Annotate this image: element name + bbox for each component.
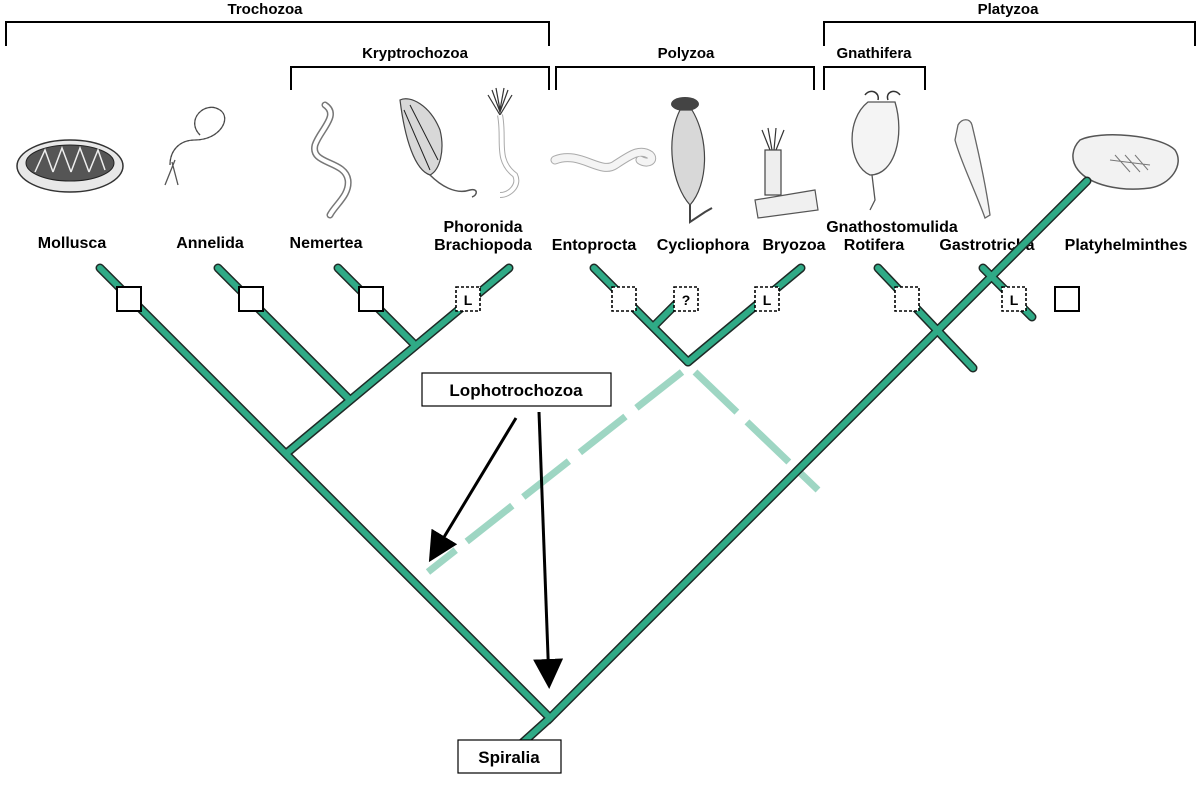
marker-mollusca bbox=[116, 286, 142, 312]
clade-bracket-gnathifera: Gnathifera bbox=[823, 45, 926, 90]
clade-label-polyzoa: Polyzoa bbox=[658, 45, 715, 62]
node-lophotrochozoa: Lophotrochozoa bbox=[421, 372, 612, 407]
marker-letter-bryozoa: L bbox=[763, 292, 772, 308]
marker-platyhelminthes bbox=[1054, 286, 1080, 312]
marker-rotifera bbox=[894, 286, 920, 312]
phoronid-illustration bbox=[487, 87, 520, 198]
lophotrochozoa-arrows bbox=[428, 411, 564, 689]
bryozoan-illustration bbox=[754, 127, 819, 219]
entoproct-illustration bbox=[550, 147, 657, 172]
brachiopod-illustration bbox=[399, 98, 477, 198]
clade-bracket-polyzoa: Polyzoa bbox=[555, 45, 815, 90]
marker-annelida bbox=[238, 286, 264, 312]
tree-branches bbox=[95, 176, 1092, 750]
clade-bracket-kryptrochozoa: Kryptrochozoa bbox=[290, 45, 550, 90]
taxon-phoronida: Phoronida bbox=[443, 219, 522, 236]
marker-entoprocta bbox=[611, 286, 637, 312]
dashed-branches bbox=[425, 369, 821, 575]
cycliophoran-illustration bbox=[671, 97, 713, 224]
clade-bracket-platyzoa: Platyzoa bbox=[823, 1, 1196, 46]
marker-gastrotricha bbox=[1001, 286, 1027, 312]
rotifer-illustration bbox=[851, 90, 901, 211]
mollusk-illustration bbox=[16, 139, 124, 193]
taxon-gnathostomulida: Gnathostomulida bbox=[826, 219, 958, 236]
taxon-cycliophora: Cycliophora bbox=[657, 237, 750, 254]
taxon-platyhelminthes: Platyhelminthes bbox=[1065, 237, 1188, 254]
clade-bracket-trochozoa: Trochozoa bbox=[5, 1, 550, 46]
taxon-gastrotricha: Gastrotricha bbox=[939, 237, 1034, 254]
marker-bryozoa bbox=[754, 286, 780, 312]
taxon-nemertea: Nemertea bbox=[290, 235, 363, 252]
node-label-spiralia: Spiralia bbox=[478, 748, 540, 767]
clade-label-kryptrochozoa: Kryptrochozoa bbox=[362, 45, 469, 62]
flatworm-illustration bbox=[1072, 134, 1179, 190]
gastrotrich-illustration bbox=[954, 119, 991, 219]
taxon-brachiopoda: Brachiopoda bbox=[434, 237, 532, 254]
marker-letter-cycliophora: ? bbox=[682, 292, 691, 308]
marker-letter-gastrotricha: L bbox=[1010, 292, 1019, 308]
marker-nemertea bbox=[358, 286, 384, 312]
taxon-mollusca: Mollusca bbox=[38, 235, 107, 252]
taxon-entoprocta: Entoprocta bbox=[552, 237, 637, 254]
marker-phoronida-brachiopoda bbox=[455, 286, 481, 312]
markers: L ? L L bbox=[116, 286, 1080, 312]
clade-label-gnathifera: Gnathifera bbox=[836, 45, 912, 62]
node-spiralia: Spiralia bbox=[457, 739, 562, 774]
clade-label-platyzoa: Platyzoa bbox=[978, 1, 1040, 18]
marker-cycliophora bbox=[673, 286, 699, 312]
clade-label-trochozoa: Trochozoa bbox=[227, 1, 303, 18]
node-label-lophotrochozoa: Lophotrochozoa bbox=[449, 381, 583, 400]
taxon-rotifera: Rotifera bbox=[844, 237, 905, 254]
nemertean-illustration bbox=[311, 101, 352, 219]
taxon-bryozoa: Bryozoa bbox=[762, 237, 825, 254]
annelid-illustration bbox=[164, 106, 226, 186]
taxon-annelida: Annelida bbox=[176, 235, 244, 252]
marker-letter-phoronida: L bbox=[464, 292, 473, 308]
